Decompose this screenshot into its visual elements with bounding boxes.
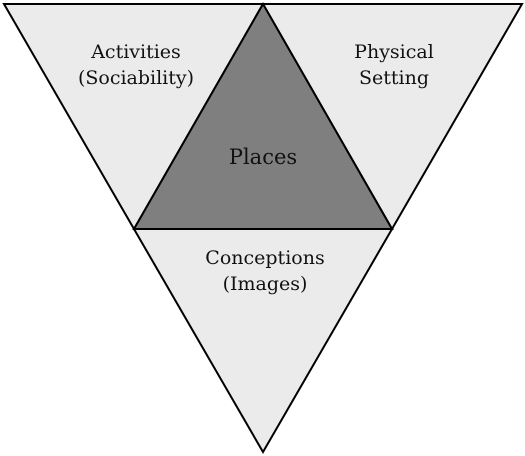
activities-label: Activities (Sociability) (78, 41, 194, 89)
activities-line2: (Sociability) (78, 67, 194, 89)
physical-setting-line1: Physical (354, 41, 434, 63)
conceptions-label: Conceptions (Images) (205, 247, 324, 295)
center-triangle (132, 1, 394, 230)
physical-setting-label: Physical Setting (354, 41, 434, 89)
activities-line1: Activities (90, 41, 181, 63)
conceptions-line2: (Images) (223, 273, 308, 295)
conceptions-line1: Conceptions (205, 247, 324, 269)
physical-setting-line2: Setting (359, 67, 429, 89)
places-label: Places (229, 145, 297, 169)
